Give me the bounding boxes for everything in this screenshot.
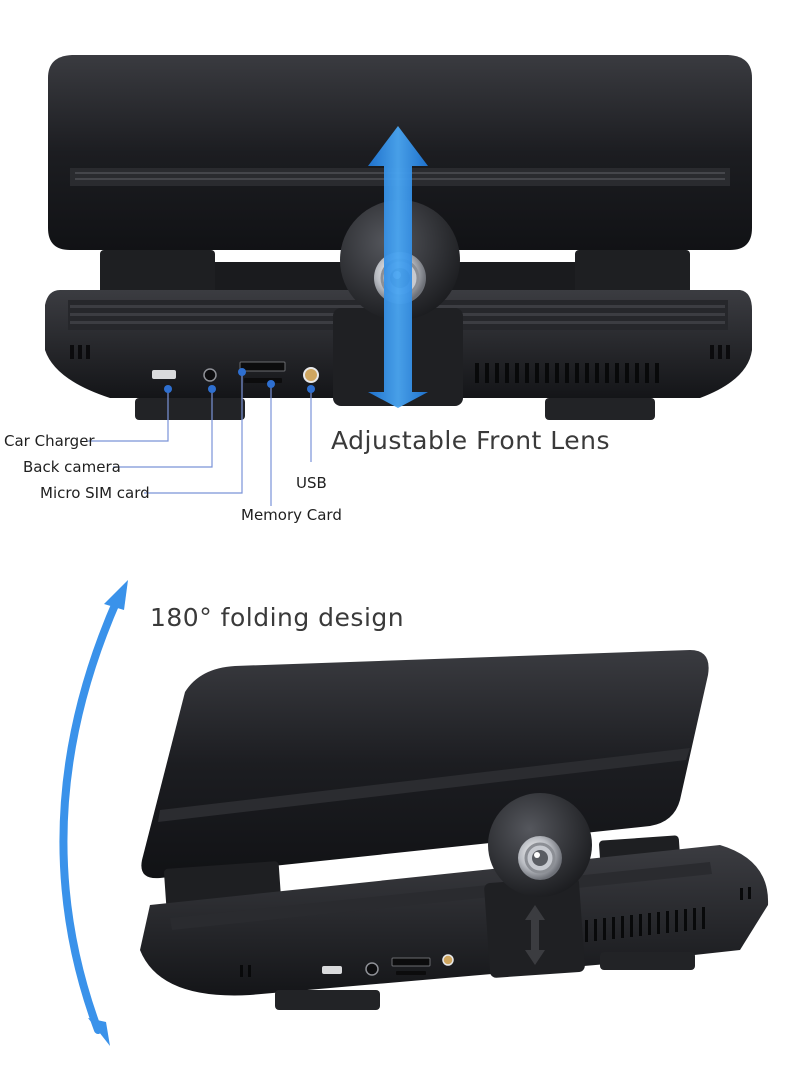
micro-sim-label: Micro SIM card — [40, 484, 150, 502]
back-camera-port — [203, 368, 217, 382]
usb-label: USB — [296, 474, 327, 492]
back-camera-label: Back camera — [23, 458, 121, 476]
memory-card-label: Memory Card — [241, 506, 342, 524]
memory-card-slot — [244, 378, 282, 383]
callout-lines — [88, 372, 312, 506]
curved-double-arrow-icon — [59, 580, 128, 1046]
up-down-arrow-icon — [368, 126, 428, 408]
sim-slot — [239, 361, 286, 372]
folding-design-heading: 180° folding design — [150, 603, 405, 632]
adjustable-lens-heading: Adjustable Front Lens — [331, 426, 611, 455]
dashcam-folded-view — [140, 650, 769, 1010]
mini-usb-port — [152, 370, 176, 379]
usb-antenna-port — [303, 367, 319, 383]
car-charger-label: Car Charger — [4, 432, 95, 450]
